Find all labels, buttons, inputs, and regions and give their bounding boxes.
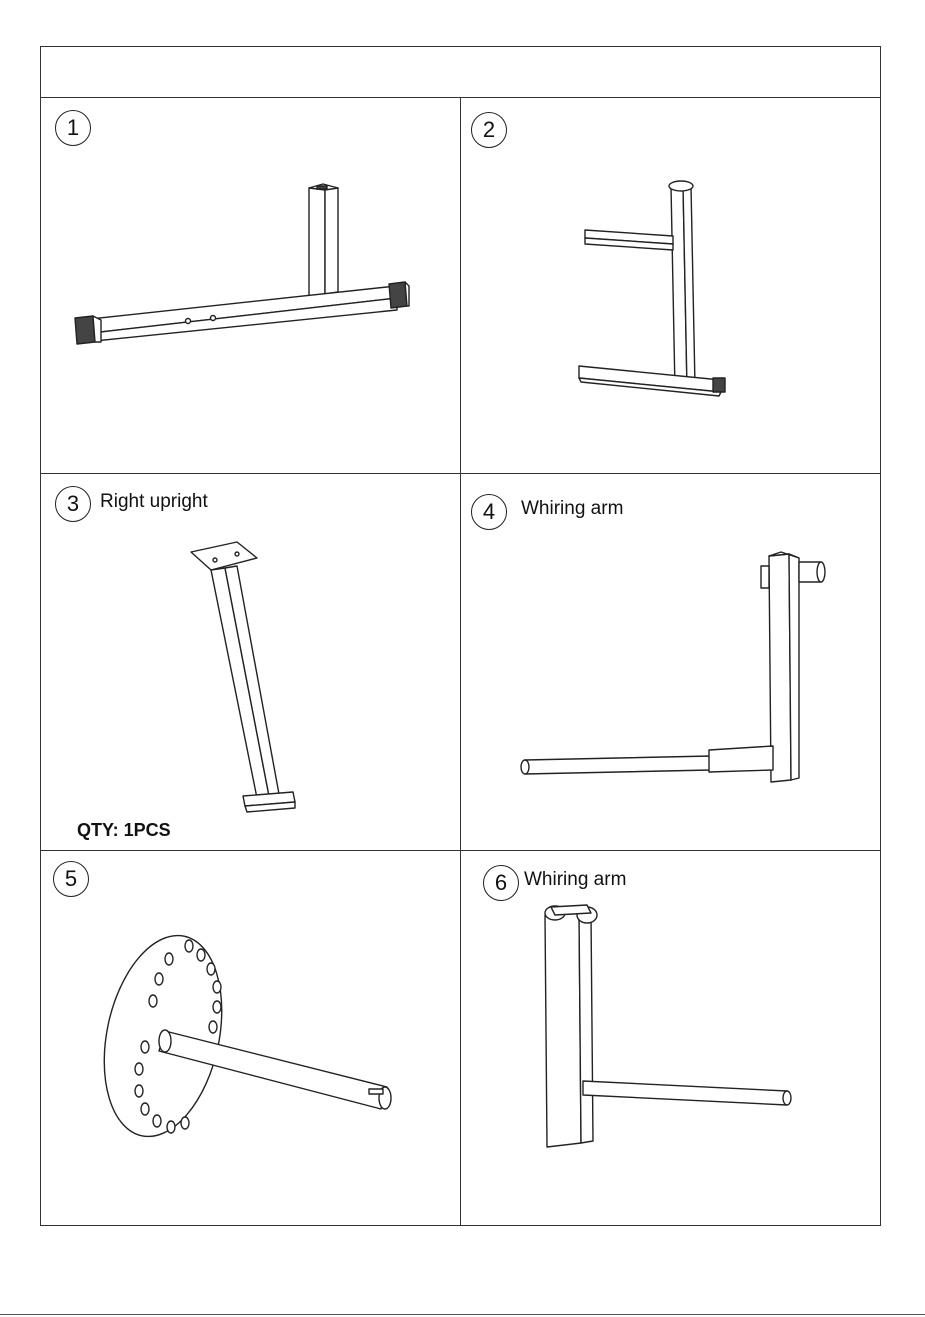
footer-rule — [0, 1314, 925, 1315]
part-qty-3: QTY: 1PCS — [77, 820, 171, 841]
part-cell-1: 1 — [41, 98, 461, 474]
side-frame-icon — [461, 98, 881, 474]
header-band — [41, 47, 880, 98]
part-cell-5: 5 — [41, 851, 461, 1226]
part-cell-2: 2 — [461, 98, 881, 474]
l-arm-icon — [461, 851, 881, 1226]
upright-post-icon — [41, 474, 461, 851]
part-cell-3: 3 Right upright QTY: 1PCS — [41, 474, 461, 851]
parts-sheet: 1 2 — [40, 46, 881, 1226]
l-arm-icon — [461, 474, 881, 851]
t-base-frame-icon — [41, 98, 461, 474]
part-cell-6: 6 Whiring arm — [461, 851, 881, 1226]
parts-grid: 1 2 — [41, 98, 880, 1226]
part-cell-4: 4 Whiring arm — [461, 474, 881, 851]
disc-axle-icon — [41, 851, 461, 1226]
